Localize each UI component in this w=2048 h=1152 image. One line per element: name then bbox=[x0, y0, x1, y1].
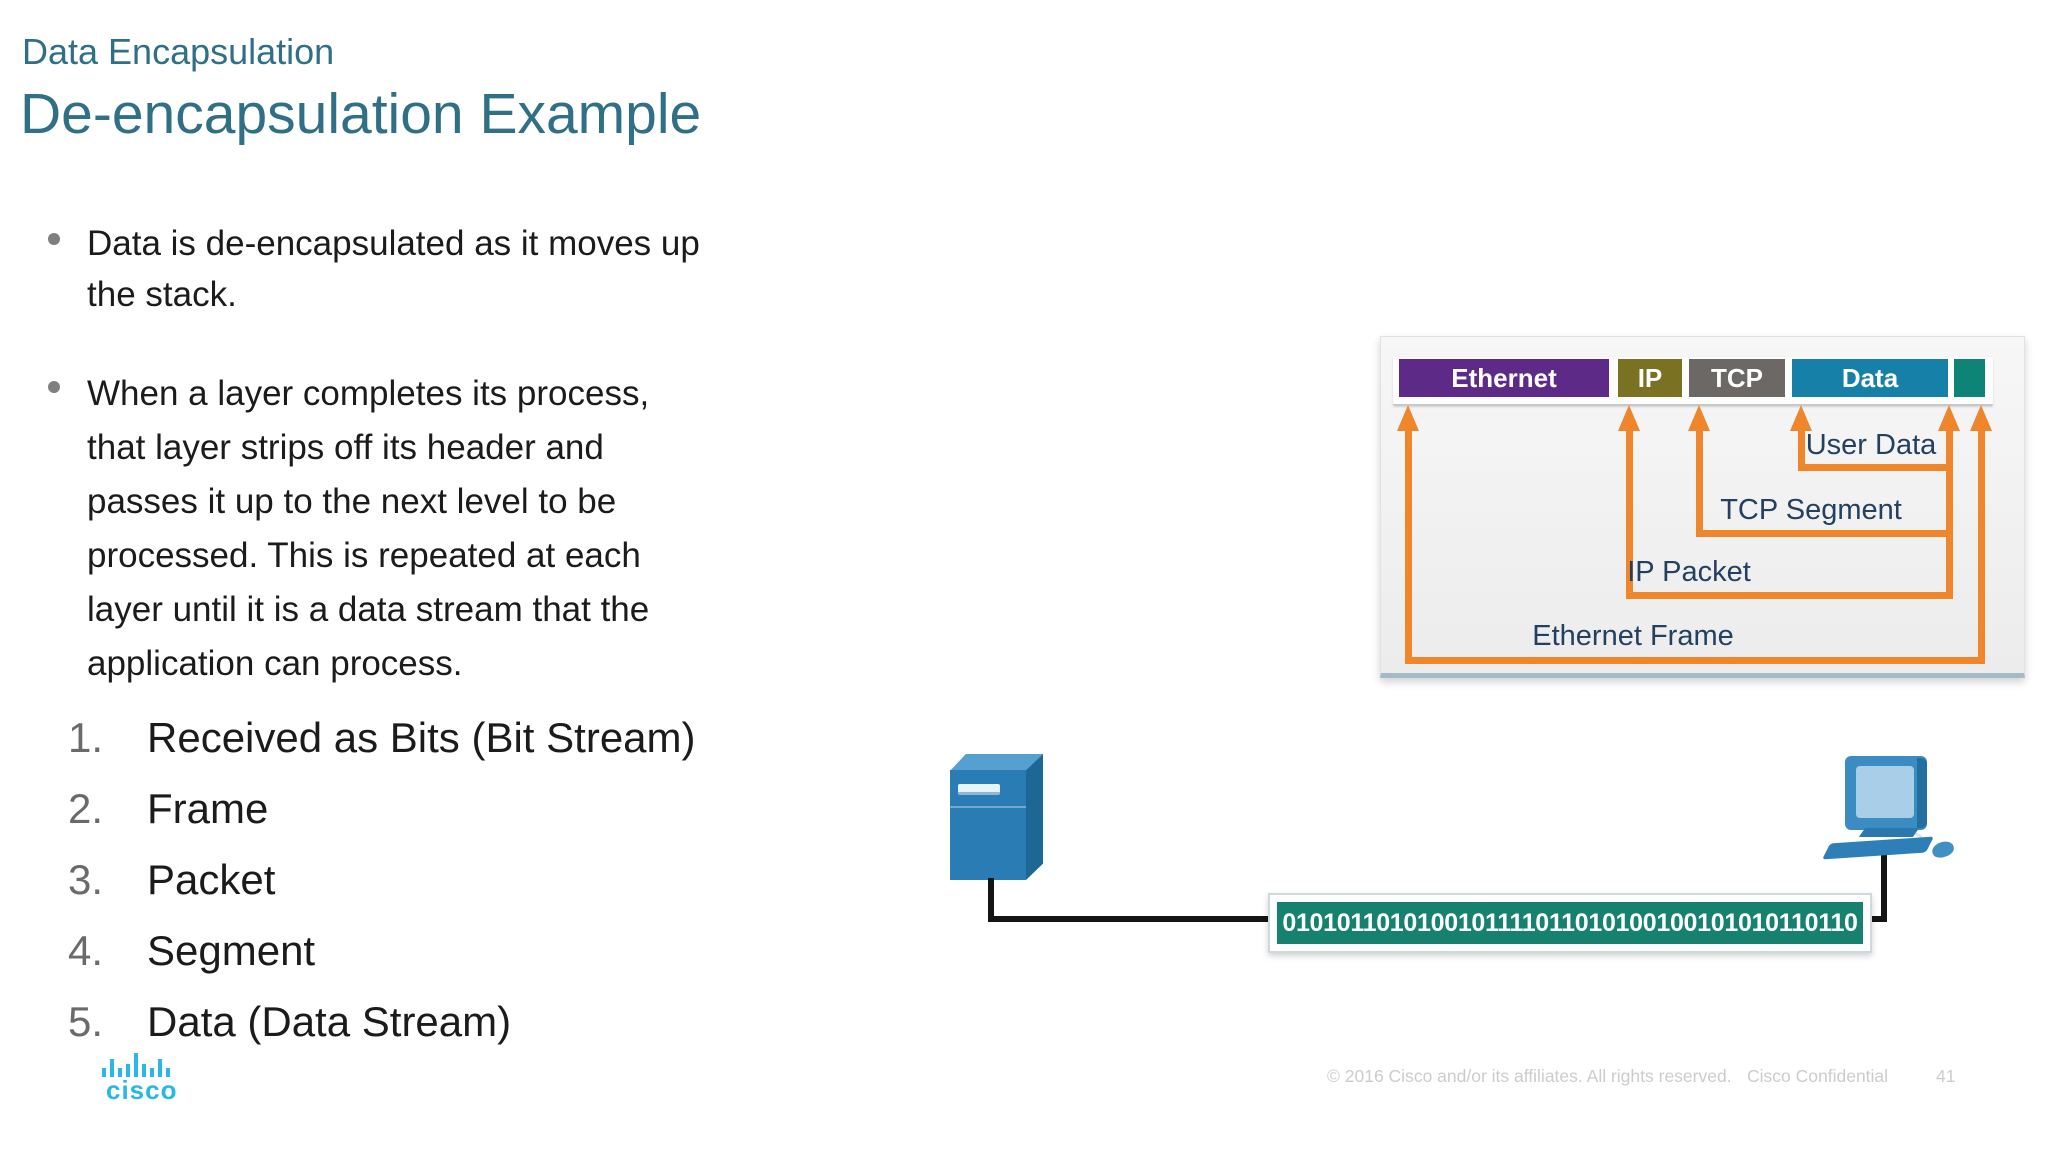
network-cable bbox=[1881, 854, 1887, 922]
network-cable bbox=[988, 916, 1270, 922]
cisco-logo-icon bbox=[102, 1053, 174, 1077]
network-cable bbox=[1864, 916, 1887, 922]
page-title: De-encapsulation Example bbox=[20, 82, 702, 146]
bit-stream-box: 0101011010100101111011010100100101010110… bbox=[1268, 893, 1872, 953]
server-seam bbox=[950, 806, 1026, 808]
segment-data: Data bbox=[1792, 359, 1948, 397]
slide-kicker: Data Encapsulation bbox=[22, 31, 335, 72]
segment-tcp: TCP bbox=[1689, 359, 1785, 397]
label-user-data: User Data bbox=[1805, 429, 1937, 461]
segment-ethernet: Ethernet bbox=[1399, 359, 1609, 397]
list-item-text: Frame bbox=[147, 785, 269, 832]
computer-screen bbox=[1856, 766, 1914, 818]
label-ethernet-frame: Ethernet Frame bbox=[1532, 620, 1734, 652]
arrow-up-icon bbox=[1397, 405, 1419, 431]
list-item-text: Segment bbox=[147, 927, 316, 974]
bracket-line bbox=[1626, 427, 1633, 599]
deencapsulation-diagram: Ethernet IP TCP Data User Data TCP Segme… bbox=[1380, 336, 2025, 678]
bracket-line bbox=[1798, 427, 1805, 471]
mouse-icon bbox=[1930, 838, 1956, 861]
arrow-up-icon bbox=[1970, 405, 1992, 431]
segment-ip: IP bbox=[1618, 359, 1682, 397]
bullet-paragraph-2: When a layer completes its process, that… bbox=[87, 374, 650, 683]
list-item-text: Data (Data Stream) bbox=[147, 998, 512, 1045]
bracket-line bbox=[1405, 427, 1412, 664]
server-icon bbox=[950, 754, 1043, 771]
list-item: 4. Segment bbox=[68, 929, 696, 973]
footer-copyright: © 2016 Cisco and/or its affiliates. All … bbox=[1327, 1066, 1732, 1086]
network-cable bbox=[988, 878, 994, 922]
bit-stream-value: 0101011010100101111011010100100101010110… bbox=[1277, 902, 1863, 944]
server-drive-slot bbox=[958, 784, 1000, 795]
keyboard-icon bbox=[1822, 836, 1934, 860]
label-ip-packet: IP Packet bbox=[1627, 556, 1751, 588]
list-item-number: 1. bbox=[68, 714, 104, 761]
numbered-list: 1. Received as Bits (Bit Stream) 2. Fram… bbox=[68, 716, 696, 1071]
bracket-line bbox=[1626, 592, 1953, 599]
bullet-dot bbox=[48, 381, 60, 393]
list-item-text: Received as Bits (Bit Stream) bbox=[147, 714, 696, 761]
bracket-line bbox=[1696, 427, 1703, 537]
footer-confidential: Cisco Confidential bbox=[1747, 1066, 1889, 1086]
server-icon bbox=[1026, 754, 1043, 880]
list-item-number: 3. bbox=[68, 856, 104, 903]
bracket-line bbox=[1798, 464, 1953, 471]
arrow-up-icon bbox=[1790, 405, 1812, 431]
arrow-up-icon bbox=[1938, 405, 1960, 431]
arrow-up-icon bbox=[1688, 405, 1710, 431]
bracket-line bbox=[1405, 657, 1985, 664]
list-item-number: 4. bbox=[68, 927, 104, 974]
bullet-dot bbox=[48, 233, 60, 245]
list-item-number: 2. bbox=[68, 785, 104, 832]
list-item: 1. Received as Bits (Bit Stream) bbox=[68, 716, 696, 760]
list-item: 3. Packet bbox=[68, 858, 696, 902]
bullet-paragraph-1: Data is de-encapsulated as it moves up t… bbox=[87, 224, 700, 314]
label-tcp-segment: TCP Segment bbox=[1720, 494, 1902, 526]
segment-trailer bbox=[1954, 359, 1985, 397]
cisco-logo-text: cisco bbox=[106, 1075, 178, 1105]
footer-page-number: 41 bbox=[1936, 1066, 1956, 1086]
list-item-number: 5. bbox=[68, 998, 104, 1045]
computer-icon bbox=[1917, 758, 1927, 828]
list-item: 5. Data (Data Stream) bbox=[68, 1000, 696, 1044]
bracket-line bbox=[1696, 530, 1953, 537]
arrow-up-icon bbox=[1618, 405, 1640, 431]
list-item: 2. Frame bbox=[68, 787, 696, 831]
list-item-text: Packet bbox=[147, 856, 276, 903]
bracket-line bbox=[1946, 427, 1953, 599]
computer-stand bbox=[1858, 828, 1920, 837]
bracket-line bbox=[1978, 427, 1985, 664]
